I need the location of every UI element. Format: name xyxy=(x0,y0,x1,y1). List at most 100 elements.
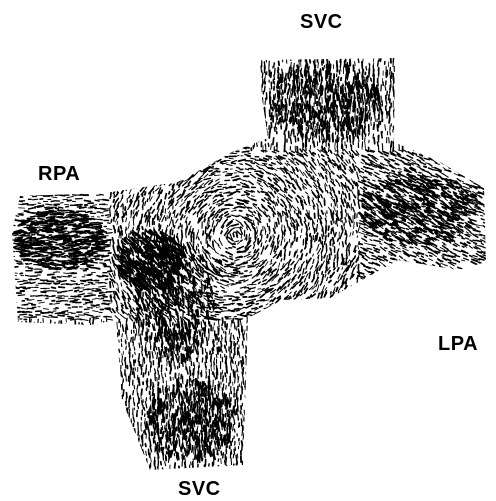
flow-vector-stroke xyxy=(11,66,16,67)
flow-vector-stroke xyxy=(196,151,200,152)
flow-vector-stroke xyxy=(39,93,44,94)
flow-vector-stroke xyxy=(169,221,171,226)
flow-vector-stroke xyxy=(76,192,79,193)
flow-vector-stroke xyxy=(69,86,73,87)
flow-vector-stroke xyxy=(111,187,112,190)
flow-vector-stroke xyxy=(105,63,107,64)
flow-vector-stroke xyxy=(55,115,59,116)
flow-vector-stroke xyxy=(474,66,475,72)
flow-vector-stroke xyxy=(303,183,306,186)
flow-vector-stroke xyxy=(224,60,230,61)
flow-vector-stroke xyxy=(119,249,120,253)
flow-vector-stroke xyxy=(483,155,489,157)
flow-vector-stroke xyxy=(15,183,22,184)
flow-vector-stroke xyxy=(47,239,52,240)
flow-vector-stroke xyxy=(48,112,51,113)
flow-vector-stroke xyxy=(87,92,91,93)
flow-vector-stroke xyxy=(125,144,126,146)
flow-vector-stroke xyxy=(165,194,166,199)
flow-vector-stroke xyxy=(215,81,220,82)
flow-vector-stroke xyxy=(458,167,464,170)
flow-vector-stroke xyxy=(179,143,182,147)
flow-vector-stroke xyxy=(162,150,163,152)
flow-vector-stroke xyxy=(273,138,274,145)
flow-vector-stroke xyxy=(421,80,422,87)
flow-vector-stroke xyxy=(312,81,313,87)
flow-vector-stroke xyxy=(60,91,66,92)
flow-vector-stroke xyxy=(143,107,146,108)
flow-vector-stroke xyxy=(188,181,190,184)
flow-vector-stroke xyxy=(70,124,75,125)
flow-vector-stroke xyxy=(328,226,329,230)
flow-vector-stroke xyxy=(222,120,229,121)
flow-vector-stroke xyxy=(173,88,178,91)
flow-vector-stroke xyxy=(208,144,214,146)
flow-vector-stroke xyxy=(36,79,41,80)
flow-vector-stroke xyxy=(258,191,260,193)
flow-vector-stroke xyxy=(214,175,220,176)
flow-vector-stroke xyxy=(141,60,144,61)
flow-vector-stroke xyxy=(185,166,189,169)
flow-vector-stroke xyxy=(274,201,276,206)
flow-vector-stroke xyxy=(449,93,450,98)
flow-vector-stroke xyxy=(253,204,256,205)
flow-vector-stroke xyxy=(248,221,253,224)
flow-vector-stroke xyxy=(211,90,218,92)
flow-vector-stroke xyxy=(173,163,178,166)
flow-vector-stroke xyxy=(457,73,458,80)
flow-vector-stroke xyxy=(470,255,472,256)
flow-vector-stroke xyxy=(136,74,141,78)
flow-vector-stroke xyxy=(67,111,73,112)
flow-vector-stroke xyxy=(101,88,105,89)
flow-vector-stroke xyxy=(219,240,222,245)
flow-vector-stroke xyxy=(196,164,200,165)
flow-vector-stroke xyxy=(365,255,369,258)
flow-vector-stroke xyxy=(465,96,466,103)
flow-vector-stroke xyxy=(351,190,354,195)
flow-vector-stroke xyxy=(99,80,104,81)
flow-vector-stroke xyxy=(474,243,477,244)
flow-vector-stroke xyxy=(393,176,398,178)
flow-vector-stroke xyxy=(206,154,209,155)
flow-vector-stroke xyxy=(464,157,468,158)
flow-vector-stroke xyxy=(136,60,139,61)
flow-vector-stroke xyxy=(153,139,155,140)
flow-vector-stroke xyxy=(129,62,133,65)
flow-vector-stroke xyxy=(162,100,164,102)
flow-vector-stroke xyxy=(145,118,149,121)
flow-vector-stroke xyxy=(455,168,458,169)
flow-vector-stroke xyxy=(125,88,128,91)
flow-vector-stroke xyxy=(338,166,339,169)
flow-vector-stroke xyxy=(176,219,178,223)
flow-vector-stroke xyxy=(86,121,93,122)
flow-vector-stroke xyxy=(183,78,189,81)
flow-vector-stroke xyxy=(98,91,104,92)
flow-vector-stroke xyxy=(249,99,251,100)
flow-vector-stroke xyxy=(357,236,358,238)
flow-vector-stroke xyxy=(469,158,472,160)
flow-vector-stroke xyxy=(219,117,223,118)
flow-vector-stroke xyxy=(268,215,270,217)
flow-vector-stroke xyxy=(52,147,57,148)
flow-vector-stroke xyxy=(23,88,27,89)
flow-vector-stroke xyxy=(153,154,159,157)
flow-vector-stroke xyxy=(136,205,138,209)
flow-vector-stroke xyxy=(156,158,158,160)
flow-vector-stroke xyxy=(362,156,368,158)
flow-vector-stroke xyxy=(215,123,222,124)
flow-vector-stroke xyxy=(155,66,160,70)
flow-vector-stroke xyxy=(49,77,53,78)
flow-vector-stroke xyxy=(170,152,172,153)
flow-vector-stroke xyxy=(164,123,170,125)
flow-vector-stroke xyxy=(274,75,275,79)
flow-vector-stroke xyxy=(68,62,74,63)
flow-vector-stroke xyxy=(59,126,63,127)
flow-vector-stroke xyxy=(190,80,192,82)
flow-vector-stroke xyxy=(129,196,131,198)
flow-vector-stroke xyxy=(231,192,236,194)
flow-vector-stroke xyxy=(192,131,199,132)
flow-vector-stroke xyxy=(131,136,134,139)
flow-vector-stroke xyxy=(150,140,152,141)
flow-vector-stroke xyxy=(199,178,202,179)
flow-vector-stroke xyxy=(181,136,184,138)
